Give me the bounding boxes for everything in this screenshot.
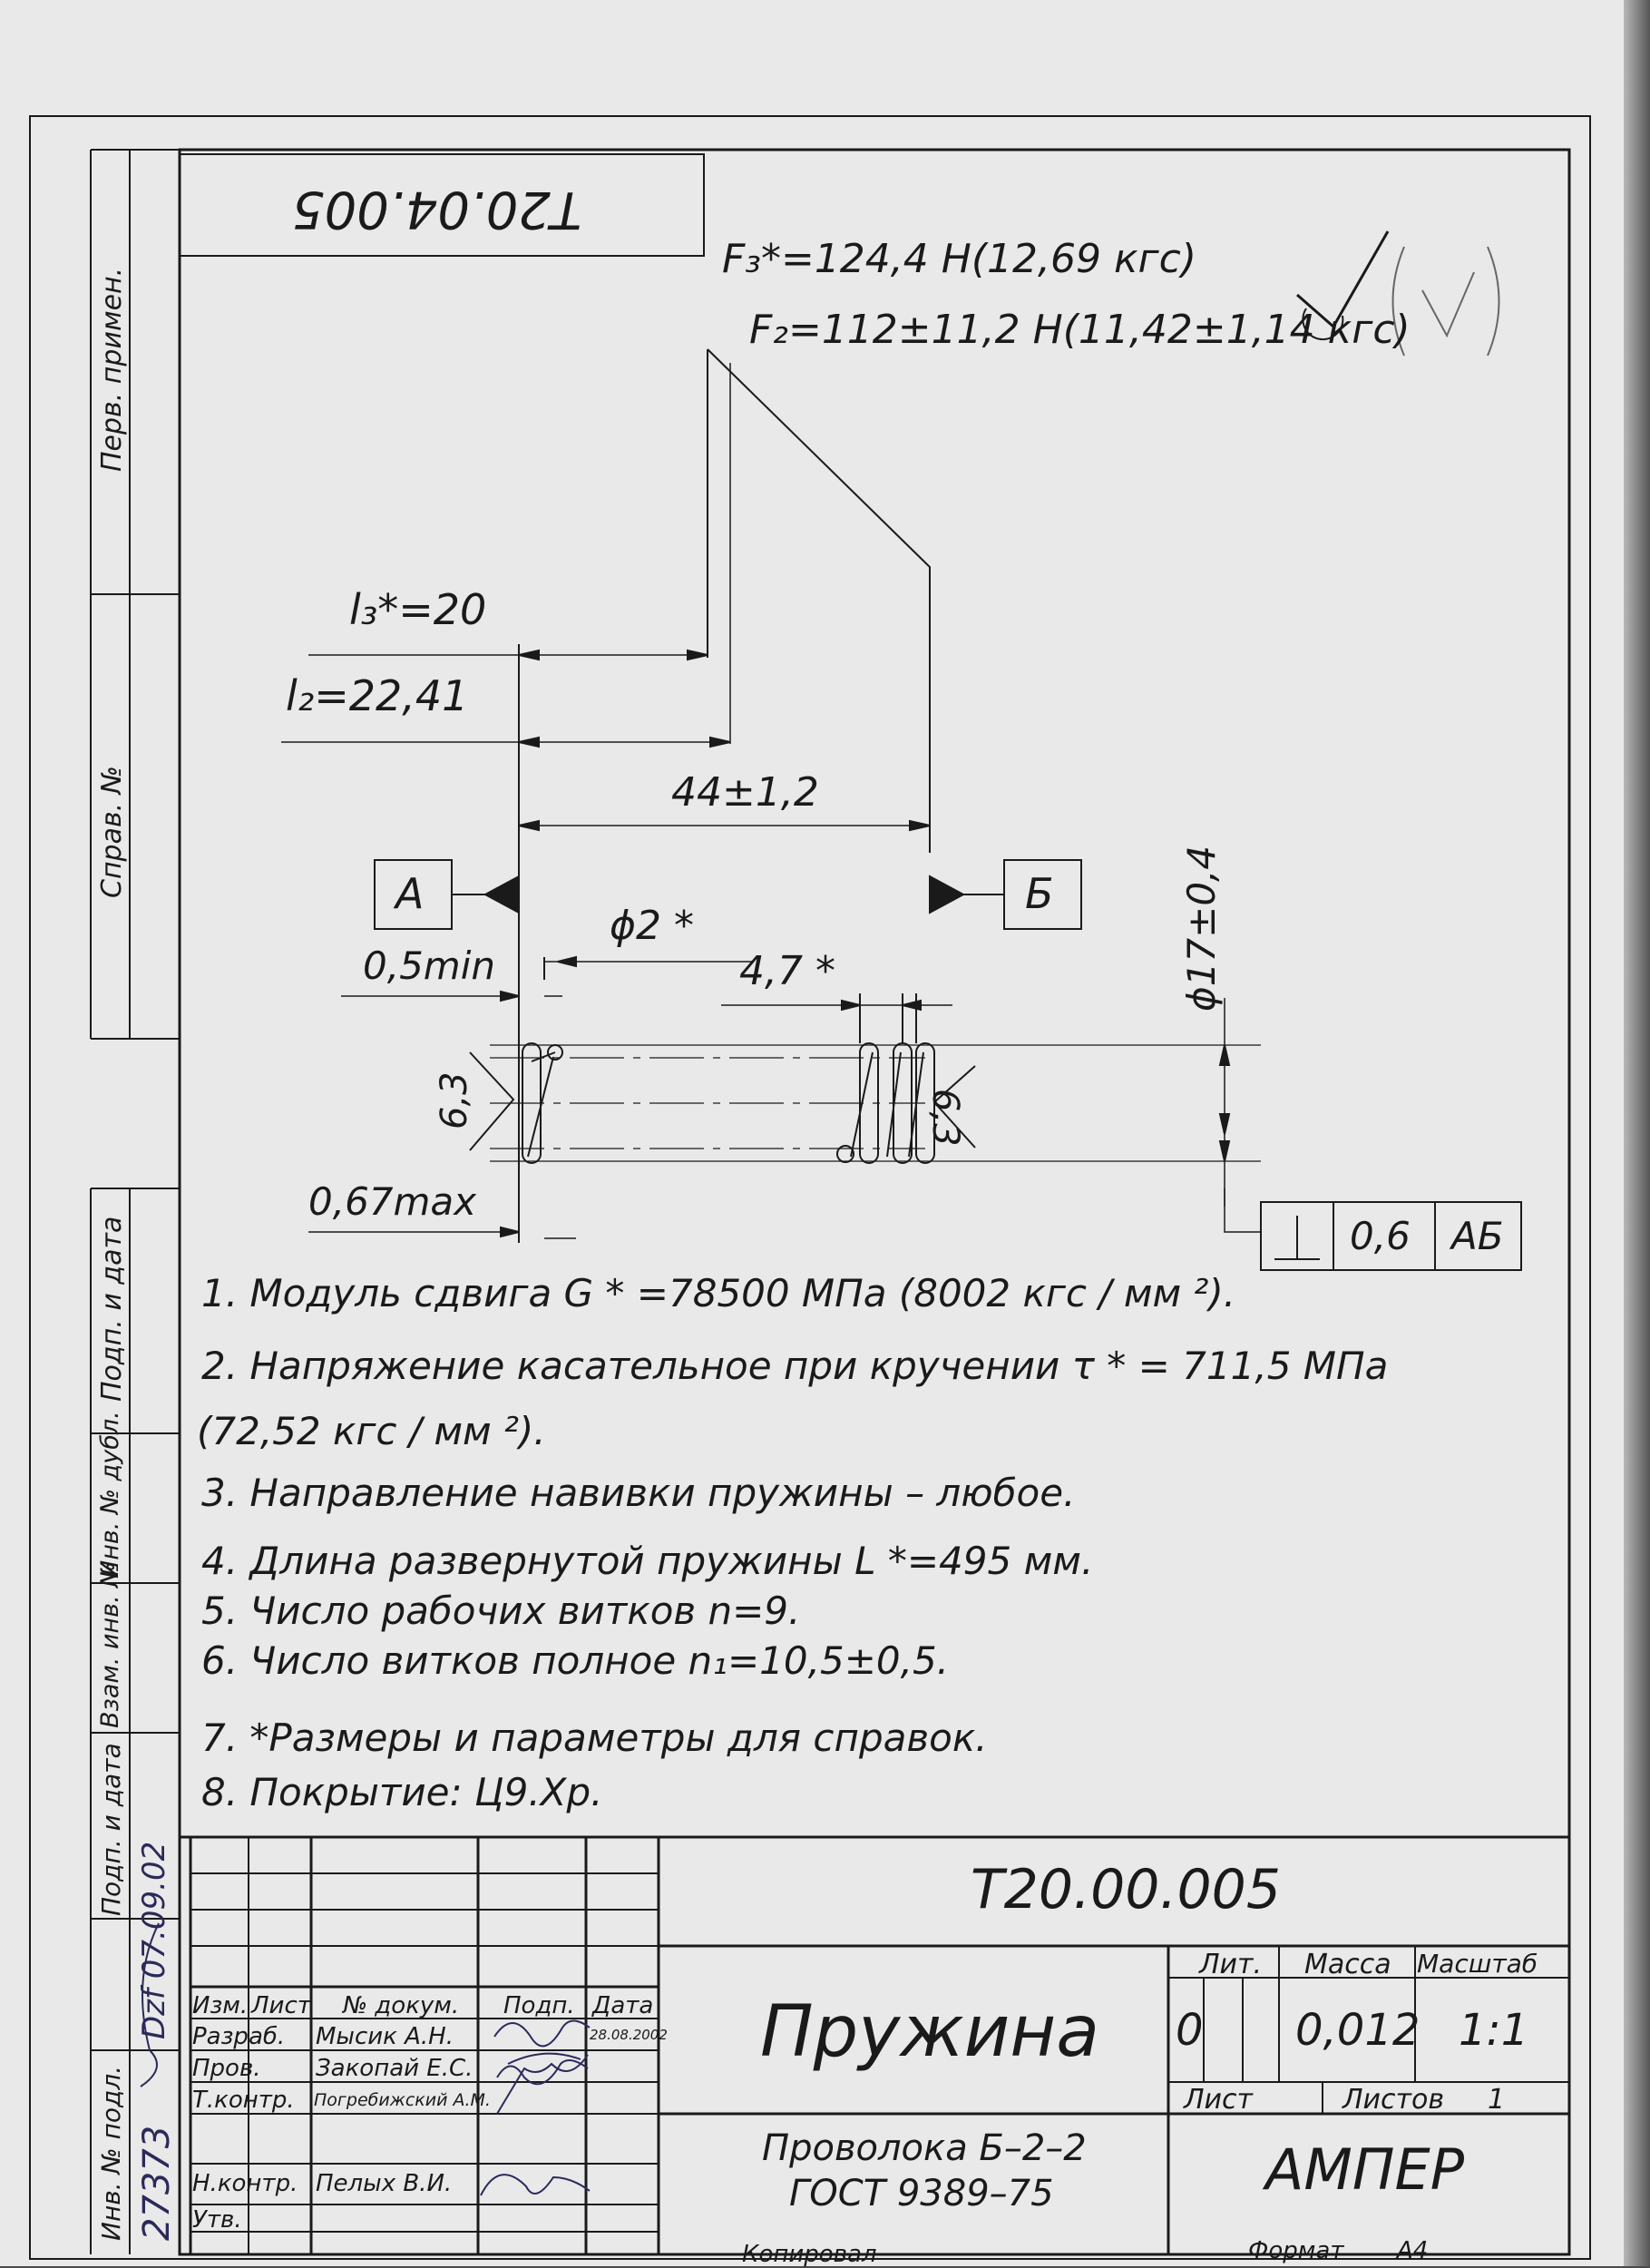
mass-value: 0,012 xyxy=(1295,2005,1421,2056)
side-handwritten-inv: 27373 xyxy=(136,2125,178,2241)
tb-name-tech-control: Погребижский А.М. xyxy=(314,2090,491,2110)
dim-pitch: 4,7 * xyxy=(739,948,835,994)
tb-role-checker: Пров. xyxy=(192,2055,261,2082)
force-f3: F₃*=124,4 Н(12,69 кгс) xyxy=(722,236,1197,282)
sheets-label: Листов xyxy=(1342,2084,1445,2116)
side-label-first-use: Перв. примен. xyxy=(96,267,128,472)
tb-header-sign: Подп. xyxy=(503,1992,575,2019)
side-label-replace-inv: Взам. инв. № xyxy=(96,1561,124,1728)
format-label: Формат xyxy=(1248,2237,1344,2264)
side-label-sign-date-2: Подп. и дата xyxy=(96,1743,126,1916)
lit-label: Лит. xyxy=(1199,1949,1263,1980)
copied-label: Копировал xyxy=(742,2241,877,2268)
side-handwritten-date: Dzf 07.09.02 xyxy=(136,1841,172,2039)
side-label-dup-inv: Инв. № дубл. xyxy=(96,1411,124,1579)
tb-role-norm-control: Н.контр. xyxy=(192,2170,298,2197)
sheets-value: 1 xyxy=(1488,2084,1506,2116)
tb-role-approve: Утв. xyxy=(192,2206,242,2234)
doc-code-rotated: Т20.04.005 xyxy=(292,180,582,239)
mass-label: Масса xyxy=(1304,1949,1391,1980)
tb-name-norm-control: Пелых В.И. xyxy=(316,2170,453,2197)
roughness-left: 6,3 xyxy=(434,1071,475,1129)
tb-role-developer: Разраб. xyxy=(192,2023,286,2050)
note-6: 6. Число витков полное n₁=10,5±0,5. xyxy=(201,1638,950,1683)
material-line2: ГОСТ 9389–75 xyxy=(789,2173,1054,2214)
lit-value: 0 xyxy=(1176,2005,1204,2056)
tb-header-date: Дата xyxy=(592,1992,654,2019)
dim-l3: l₃*=20 xyxy=(349,585,487,634)
dim-length: 44±1,2 xyxy=(671,769,819,816)
note-7: 7. *Размеры и параметры для справок. xyxy=(201,1716,988,1760)
tb-header-sheet: Лист xyxy=(251,1992,311,2019)
note-2: 2. Напряжение касательное при кручении τ… xyxy=(201,1344,1389,1388)
dim-l2: l₂=22,41 xyxy=(286,671,469,720)
note-5: 5. Число рабочих витков n=9. xyxy=(201,1589,801,1633)
dim-outer-diameter: ϕ17±0,4 xyxy=(1179,845,1224,1012)
note-2b: (72,52 кгс / мм ²). xyxy=(197,1409,546,1453)
note-3: 3. Направление навивки пружины – любое. xyxy=(201,1471,1076,1515)
tb-date-developer: 28.08.2002 xyxy=(590,2027,668,2043)
note-8: 8. Покрытие: Ц9.Хр. xyxy=(201,1770,603,1814)
dim-min: 0,5min xyxy=(363,943,495,988)
tb-header-change: Изм. xyxy=(192,1992,249,2019)
side-label-orig-inv: Инв. № подл. xyxy=(96,2065,126,2241)
dim-max: 0,67max xyxy=(308,1179,477,1224)
tb-header-docno: № докум. xyxy=(343,1992,460,2019)
roughness-right: 6,3 xyxy=(924,1089,966,1147)
company-name: АМПЕР xyxy=(1265,2136,1465,2203)
part-name: Пружина xyxy=(760,1991,1100,2073)
scale-value: 1:1 xyxy=(1459,2005,1529,2056)
note-4: 4. Длина развернутой пружины L *=495 мм. xyxy=(201,1539,1094,1583)
force-f2: F₂=112±11,2 Н(11,42±1,14 кгс) xyxy=(749,307,1411,353)
datum-b: Б xyxy=(1025,869,1054,918)
format-value: А4 xyxy=(1397,2237,1429,2264)
tolerance-ref: АБ xyxy=(1451,1214,1504,1258)
tolerance-value: 0,6 xyxy=(1350,1214,1411,1258)
tb-role-tech-control: Т.контр. xyxy=(192,2087,295,2114)
material-line1: Проволока Б–2–2 xyxy=(762,2127,1087,2169)
dim-wire-diameter: ϕ2 * xyxy=(610,903,695,949)
side-label-ref-no: Справ. № xyxy=(96,766,128,898)
note-1: 1. Модуль сдвига G * =78500 МПа (8002 кг… xyxy=(201,1271,1236,1315)
sheet-label: Лист xyxy=(1184,2084,1254,2116)
side-label-sign-date-1: Подп. и дата xyxy=(96,1216,128,1402)
page-edge-shadow xyxy=(1624,0,1650,2266)
tb-name-developer: Мысик А.Н. xyxy=(316,2023,454,2050)
tb-name-checker: Закопай Е.С. xyxy=(316,2055,474,2082)
doc-code: Т20.00.005 xyxy=(971,1858,1282,1921)
datum-a: А xyxy=(395,869,425,918)
scale-label: Масштаб xyxy=(1417,1949,1538,1979)
